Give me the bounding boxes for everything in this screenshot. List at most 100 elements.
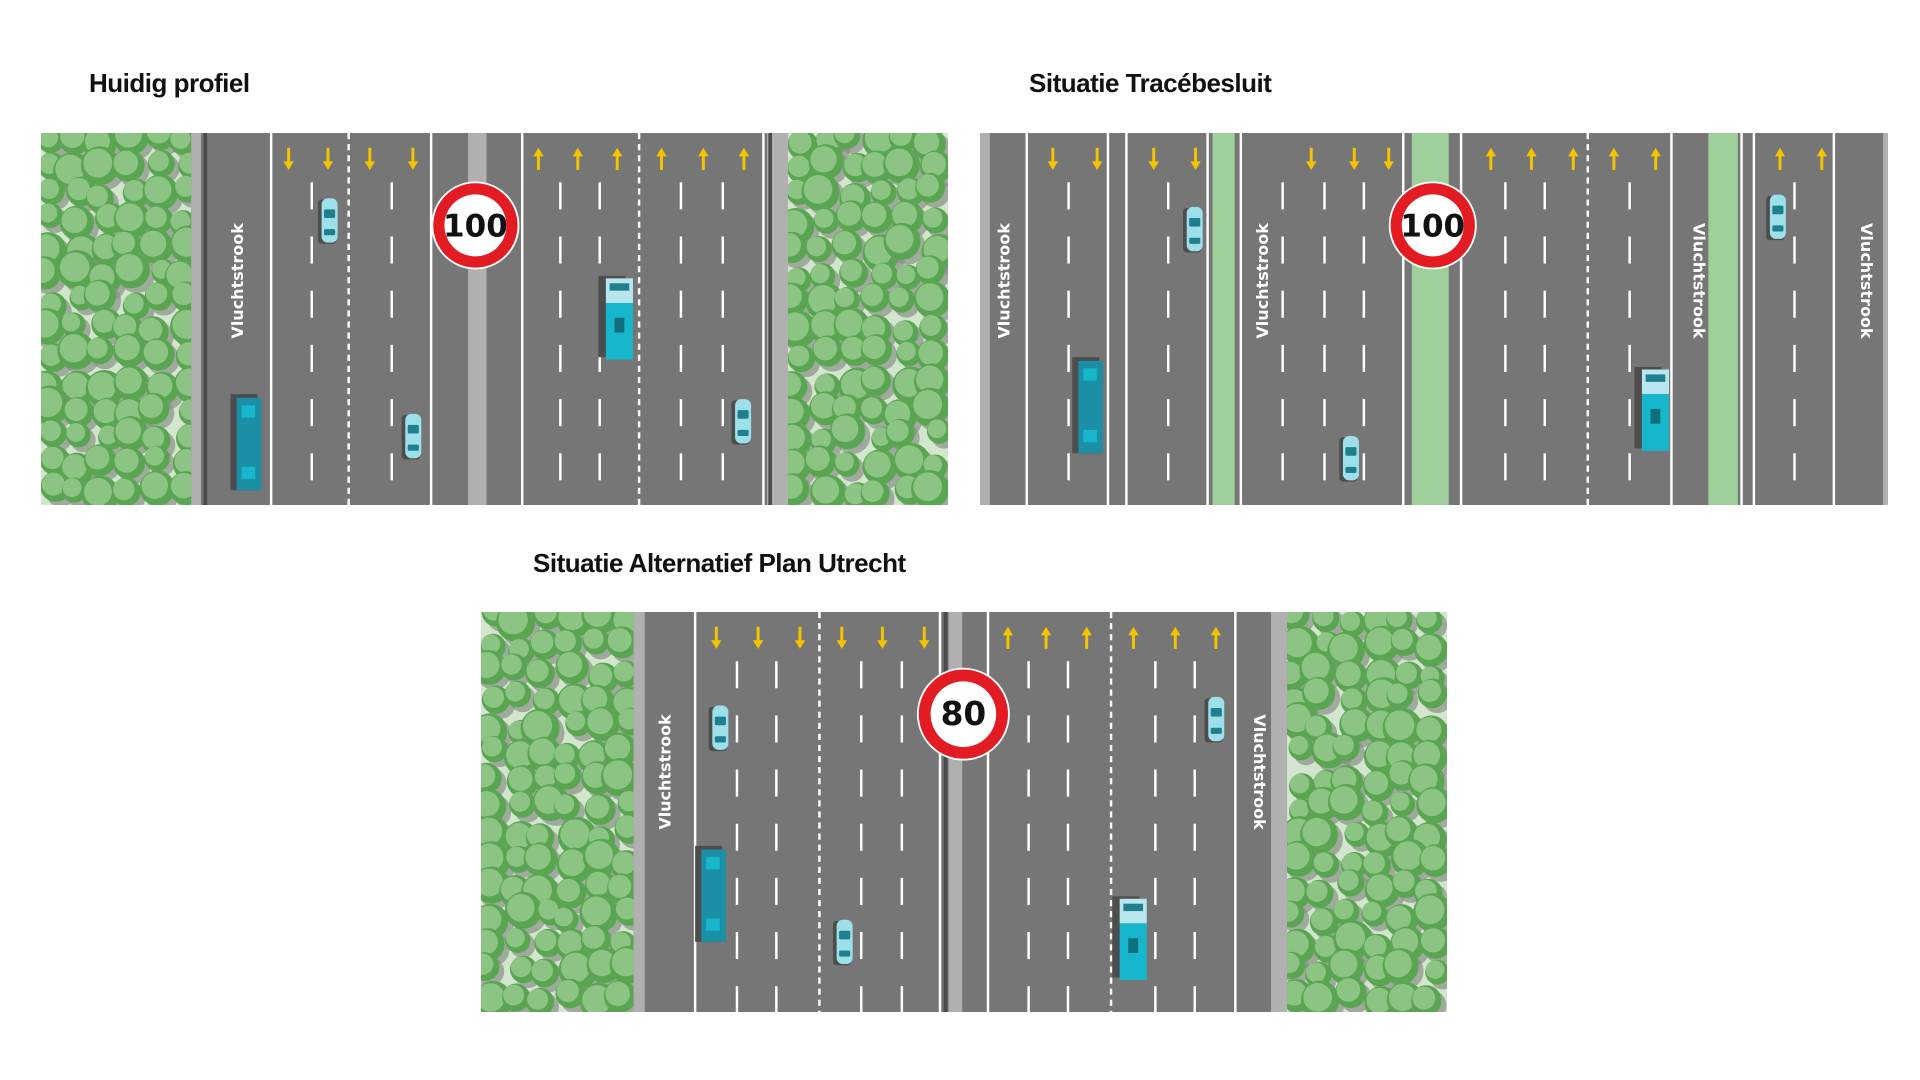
lane-line-dashed [1154, 661, 1157, 689]
lane-line-dashed [735, 932, 739, 960]
lane-line-dotted [347, 476, 350, 483]
lane-line-dotted [637, 465, 641, 472]
tree-icon [1420, 845, 1446, 871]
arrow-head [1002, 626, 1014, 636]
lane-line-dotted [1586, 299, 1590, 306]
tree-icon [1336, 978, 1361, 1002]
lane-line-dotted [1586, 188, 1590, 195]
lane-line-dotted [1586, 133, 1590, 140]
lane-line-dashed [1793, 236, 1796, 264]
lane-line-dotted [818, 933, 821, 940]
lane-line-dotted [1109, 877, 1113, 884]
lane-line-solid [1239, 133, 1243, 505]
arrow-down-icon [322, 147, 334, 170]
lane-line-dashed [310, 399, 313, 427]
lane-line-dashed [1323, 290, 1326, 318]
tree-icon [41, 420, 61, 442]
tree-icon [810, 393, 837, 419]
tree-icon [113, 478, 135, 501]
tree-icon [558, 849, 586, 877]
lane-line-dashed [1066, 715, 1070, 743]
tree-icon [607, 628, 632, 652]
tree-icon [41, 203, 58, 223]
tree-icon [834, 133, 855, 144]
tree-icon [604, 734, 631, 761]
lane-line-dashed [1027, 769, 1030, 797]
lane-line-solid [986, 612, 990, 1012]
tree-icon [87, 372, 117, 401]
lane-line-dashed [1027, 823, 1030, 851]
lane-line-dashed [721, 344, 725, 372]
tree-icon [862, 335, 886, 360]
tree-icon [1416, 717, 1442, 743]
lane-line-dashed [1193, 769, 1196, 797]
lane-line-dotted [1109, 645, 1113, 652]
lane-line-dashed [1793, 399, 1796, 427]
lane-line-dashed [559, 236, 562, 264]
car-windshield [324, 209, 336, 218]
car-body [1208, 696, 1225, 742]
lane-line-dotted [818, 944, 821, 951]
tree-icon [62, 372, 89, 399]
car-body [836, 919, 853, 964]
lane-line-dashed [1167, 344, 1170, 372]
tree-icon [481, 651, 500, 679]
lane-line-dashed [310, 182, 313, 210]
tree-icon [554, 794, 575, 815]
tree-icon [113, 314, 137, 338]
car-icon [317, 198, 338, 244]
lane-line-dashed [679, 453, 683, 481]
tree-icon [556, 979, 579, 1003]
arrow-up-icon [1485, 147, 1497, 170]
lane-line-dashed [721, 290, 725, 318]
lane-line-dashed [1067, 399, 1070, 427]
lane-line-dashed [1066, 661, 1070, 689]
car-rear-window [1189, 237, 1201, 244]
arrow-head [283, 161, 294, 170]
arrow-shaft [714, 626, 718, 642]
lane-line-dashed [1362, 453, 1366, 481]
lane-line-solid [429, 133, 433, 505]
lane-line-dashed [1543, 236, 1546, 264]
lane-line-dotted [818, 756, 821, 763]
arrow-shaft [615, 155, 619, 170]
lane-line-dashed [900, 661, 904, 689]
arrow-up-icon [738, 147, 750, 170]
lane-line-dashed [1067, 182, 1070, 210]
tree-icon [1389, 761, 1413, 785]
lane-line-dotted [347, 410, 350, 417]
lane-line-dashed [735, 661, 739, 689]
lane-line-solid [1740, 133, 1743, 505]
tree-icon [916, 256, 939, 279]
arrow-shaft [1173, 634, 1177, 649]
lane-line-dotted [637, 199, 641, 206]
tree-icon [1366, 987, 1392, 1012]
car-windshield [737, 410, 749, 419]
tree-icon [583, 628, 604, 649]
lane-line-dashed [775, 769, 778, 797]
tree-icon [1338, 870, 1359, 891]
tree-icon [1333, 734, 1354, 756]
tree-cluster [776, 133, 948, 505]
arrow-head [698, 147, 709, 157]
lane-line-dashed [1543, 290, 1546, 318]
lane-line-dotted [1109, 634, 1113, 641]
tree-icon [586, 871, 610, 896]
arrow-shaft [1006, 634, 1010, 649]
tree-icon [844, 154, 867, 177]
lane-line-dotted [1586, 487, 1590, 494]
arrow-shaft [756, 626, 760, 642]
lane-line-dotted [347, 166, 350, 173]
tree-icon [583, 612, 612, 627]
tree-icon [1393, 841, 1423, 871]
lane-line-dotted [637, 476, 641, 483]
lane-line-dashed [860, 715, 863, 743]
tree-icon [835, 309, 863, 337]
tree-icon [813, 336, 838, 361]
tree-icon [1395, 662, 1417, 684]
lane-line-dashed [1504, 236, 1507, 264]
lane-line-dotted [1586, 243, 1590, 251]
arrow-shaft [536, 155, 540, 170]
lane-line-dashed [1027, 986, 1030, 1012]
tree-icon [897, 341, 916, 361]
